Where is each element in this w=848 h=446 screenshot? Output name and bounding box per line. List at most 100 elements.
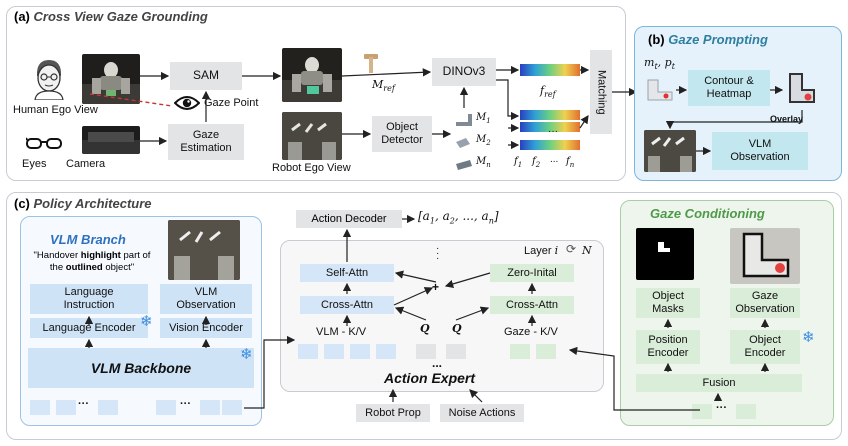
vlm-token-dots: ··· [180, 398, 191, 410]
snowflake-icon: ❄ [240, 346, 253, 363]
action-decoder-box: Action Decoder [296, 210, 402, 228]
noise-actions-box: Noise Actions [440, 404, 524, 422]
sum-node: + [432, 280, 440, 294]
language-instruction-box: Language Instruction [30, 284, 148, 314]
vlm-branch-title: VLM Branch [50, 232, 126, 247]
object-encoder-box: Object Encoder [730, 330, 800, 364]
vlm-backbone-box: VLM Backbone [28, 348, 254, 388]
position-encoder-label: Position Encoder [647, 334, 689, 359]
mask-crops [452, 110, 476, 177]
panel-a-tag: (a) [14, 9, 30, 24]
gaze-token-dots: ··· [716, 402, 727, 414]
vlm-token [222, 400, 242, 415]
vlm-token [156, 400, 176, 415]
vlm-token [56, 400, 76, 415]
camera-image [82, 126, 140, 154]
f1-label: f1 [514, 156, 523, 169]
hammer-icon [362, 52, 382, 79]
panel-b-tag: (b) [648, 32, 665, 47]
query-token [416, 344, 436, 359]
gaze-point-label: Gaze Point [204, 97, 259, 109]
gaze-conditioning-title: Gaze Conditioning [650, 206, 765, 221]
gaze-observation-box: Gaze Observation [730, 288, 800, 318]
m2-label: M2 [476, 134, 491, 147]
panel-c-title-text: Policy Architecture [33, 196, 152, 211]
gaze-estimation-label: Gaze Estimation [180, 129, 232, 154]
panel-c-tag: (c) [14, 196, 30, 211]
human-face-icon [32, 58, 66, 105]
vlm-observation-box: VLM Observation [712, 132, 808, 170]
vlm-kv-label: VLM - K/V [316, 326, 367, 338]
token-dots: ... [432, 356, 443, 370]
eyes-label: Eyes [22, 158, 47, 170]
object-detector-label: Object Detector [381, 121, 423, 146]
camera-label: Camera [66, 158, 106, 170]
robot-ego-view-label: Robot Ego View [272, 162, 351, 174]
contour-object-crop [784, 70, 818, 113]
cross-attn-left-box: Cross-Attn [300, 296, 394, 314]
layer-label: Layer i [524, 244, 559, 257]
object-masks-label: Object Masks [652, 290, 684, 315]
panel-c-arrows [84, 214, 770, 411]
vlm-kv-token [376, 344, 396, 359]
gaze-token [692, 404, 712, 419]
q1-label: Q [420, 322, 430, 335]
zero-inital-box: Zero-Inital [490, 264, 574, 282]
instruction-outlined: outlined [65, 261, 103, 273]
instruction-post: object" [102, 261, 135, 273]
gaze-object-crop [644, 74, 676, 109]
vlm-kv-token [324, 344, 344, 359]
panel-b-title-text: Gaze Prompting [668, 32, 768, 47]
f2-label: f2 [532, 156, 541, 169]
feature-bar-2 [520, 122, 580, 132]
gaze-kv-token [536, 344, 556, 359]
vlm-observation-branch-box: VLM Observation [160, 284, 252, 314]
contour-heatmap-label: Contour & Heatmap [704, 75, 754, 100]
overlay-label: Overlay [770, 114, 804, 124]
mt-pt-label: mt, pt [644, 56, 675, 72]
language-encoder-box: Language Encoder [30, 318, 148, 338]
vlm-observation-label-b: VLM Observation [730, 138, 790, 163]
cross-attn-right-box: Cross-Attn [490, 296, 574, 314]
glasses-icon [25, 136, 62, 155]
panel-b-arrows [665, 85, 803, 156]
vlm-observation-branch-label: VLM Observation [176, 286, 236, 311]
object-mask-image [636, 228, 694, 280]
feature-dots: ··· [548, 126, 558, 137]
contour-heatmap-box: Contour & Heatmap [688, 70, 770, 106]
feature-bar-n [520, 140, 580, 150]
human-ego-view-label: Human Ego View [13, 104, 98, 116]
self-attn-box: Self-Attn [300, 264, 394, 282]
gaze-kv-token [510, 344, 530, 359]
matching-box: Matching [590, 50, 612, 134]
dinov3-box: DINOv3 [432, 58, 496, 86]
instruction-mid: part of the [49, 250, 151, 273]
action-output-label: [a1, a2, ..., an] [418, 209, 499, 226]
vertical-dots: ··· [436, 243, 440, 264]
instruction-pre: "Handover [33, 250, 81, 261]
snowflake-icon: ❄ [140, 313, 153, 330]
panel-a-arrows [89, 65, 638, 150]
f-dots-label: ... [550, 154, 559, 165]
gaze-observation-label: Gaze Observation [735, 290, 795, 315]
m1-label: M1 [476, 112, 491, 125]
panel-a-title-text: Cross View Gaze Grounding [33, 9, 208, 24]
vlm-branch-image [168, 220, 240, 280]
vision-encoder-box: Vision Encoder [160, 318, 252, 338]
vlm-token [30, 400, 50, 415]
panel-b-title: (b) Gaze Prompting [648, 32, 768, 47]
m-ref-label: Mref [372, 78, 395, 94]
q2-label: Q [452, 322, 462, 335]
instruction-highlight: highlight [80, 250, 121, 261]
feature-bar-1 [520, 110, 580, 120]
robot-prop-box: Robot Prop [356, 404, 430, 422]
loop-icon: ⟳ [566, 242, 577, 256]
sam-box: SAM [170, 62, 242, 90]
object-detector-box: Object Detector [372, 116, 432, 152]
f-ref-label: fref [540, 84, 556, 100]
gaze-observation-image [730, 228, 800, 284]
fusion-box: Fusion [636, 374, 802, 392]
mn-label: Mn [476, 156, 491, 169]
gaze-estimation-box: Gaze Estimation [168, 124, 244, 160]
action-expert-title: Action Expert [384, 370, 476, 386]
